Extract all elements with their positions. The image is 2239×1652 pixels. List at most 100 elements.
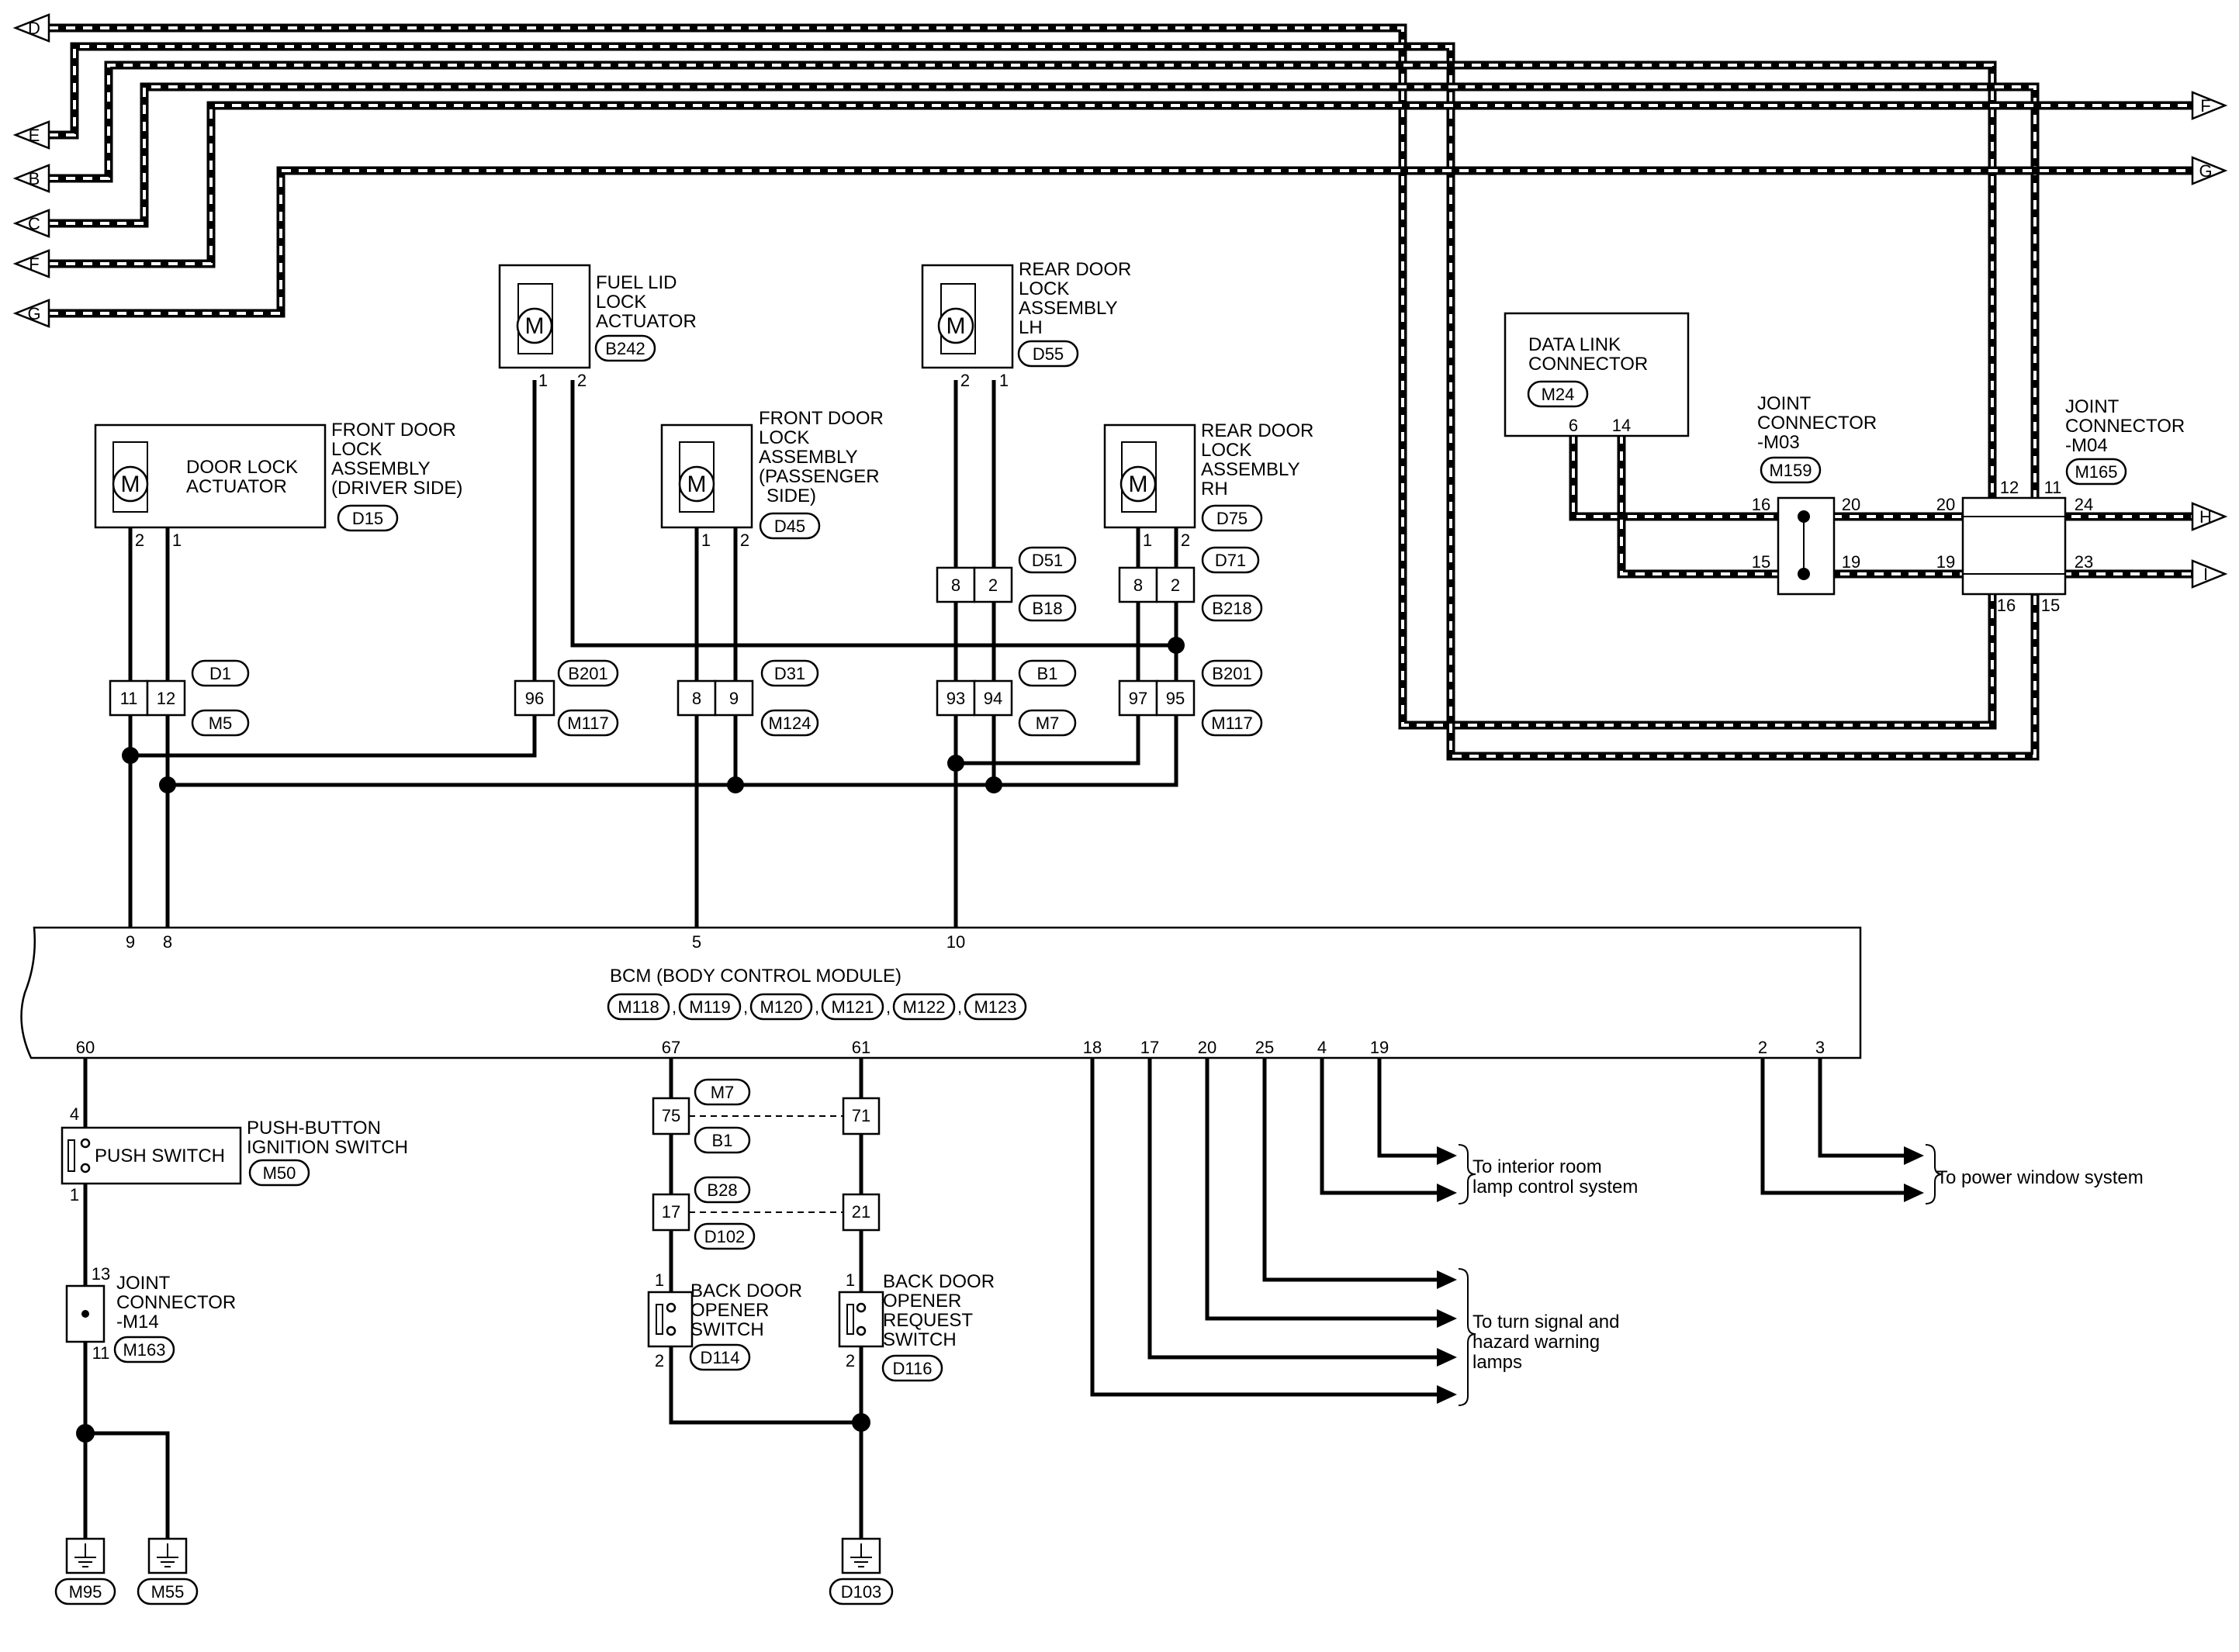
svg-text:13: 13 — [92, 1264, 110, 1284]
svg-text:19: 19 — [1936, 552, 1955, 572]
svg-text:-M04: -M04 — [2065, 435, 2108, 456]
svg-text:24: 24 — [2075, 495, 2093, 514]
svg-text:To turn signal and: To turn signal and — [1472, 1312, 1619, 1332]
offpage-connector-e: E — [12, 120, 50, 150]
svg-text:M123: M123 — [974, 997, 1016, 1017]
svg-text:17: 17 — [662, 1202, 680, 1222]
svg-text:,: , — [886, 997, 891, 1017]
svg-text:8: 8 — [163, 932, 172, 952]
svg-text:C: C — [28, 214, 40, 233]
svg-text:ASSEMBLY: ASSEMBLY — [1019, 298, 1118, 319]
svg-text:17: 17 — [1140, 1038, 1159, 1057]
connector-tag: B1 — [712, 1131, 733, 1150]
svg-text:M: M — [121, 472, 140, 497]
offpage-connector-c: C — [12, 209, 50, 238]
svg-text:11: 11 — [92, 1343, 110, 1363]
svg-text:96: 96 — [525, 689, 544, 708]
connector-tag: D55 — [1033, 344, 1064, 364]
ground-m95: M95 — [54, 1537, 116, 1605]
svg-text:CONNECTOR: CONNECTOR — [2065, 416, 2185, 437]
svg-text:F: F — [2200, 96, 2210, 116]
motor-icon — [678, 465, 715, 503]
ground-icon — [157, 1543, 178, 1567]
svg-text:ASSEMBLY: ASSEMBLY — [759, 447, 858, 468]
svg-text:-M03: -M03 — [1757, 432, 1800, 453]
svg-text:FRONT DOOR: FRONT DOOR — [331, 420, 456, 441]
line-f — [49, 101, 2192, 268]
svg-text:11: 11 — [120, 689, 138, 708]
svg-text:1: 1 — [172, 531, 182, 550]
svg-text:1: 1 — [701, 531, 711, 550]
svg-text:2: 2 — [655, 1351, 664, 1370]
svg-text:M119: M119 — [689, 997, 730, 1017]
svg-text:5: 5 — [692, 932, 701, 952]
destination-interior-room: To interior room lamp control system — [1458, 1144, 1638, 1204]
svg-text:H: H — [2199, 507, 2212, 527]
arrow-icon — [1904, 1146, 1924, 1165]
svg-text:M: M — [525, 313, 545, 339]
svg-text:D103: D103 — [841, 1582, 882, 1602]
connector-tag: B28 — [707, 1180, 737, 1200]
inline-connector-b201-m117-b: 97 95 B201 M117 — [1118, 659, 1263, 737]
svg-text:25: 25 — [1255, 1038, 1274, 1057]
junction-dot — [159, 776, 176, 793]
connector-tag: D116 — [893, 1359, 933, 1378]
svg-text:LOCK: LOCK — [596, 292, 646, 313]
junction-dot — [76, 1424, 95, 1443]
svg-text:,: , — [815, 997, 819, 1017]
svg-text:15: 15 — [1752, 552, 1770, 572]
junction-dot — [947, 755, 964, 772]
front-door-lock-assembly-passenger: M 1 2 FRONT DOOR LOCK ASSEMBLY (PASSENGE… — [660, 408, 884, 550]
junction-dot — [122, 747, 139, 764]
svg-text:95: 95 — [1166, 689, 1185, 708]
svg-text:16: 16 — [1752, 495, 1770, 514]
svg-text:19: 19 — [1370, 1038, 1389, 1057]
svg-text:6: 6 — [1569, 416, 1578, 435]
inline-connector-m7-b1: 75 71 M7 B1 — [652, 1078, 881, 1154]
svg-text:M: M — [1129, 472, 1148, 497]
connector-tag: M5 — [209, 714, 233, 733]
back-door-opener-switch: 1 2 BACK DOOR OPENER SWITCH D114 — [647, 1270, 802, 1371]
svg-text:2: 2 — [1181, 531, 1190, 550]
svg-text:BACK DOOR: BACK DOOR — [883, 1271, 995, 1292]
svg-text:20: 20 — [1936, 495, 1955, 514]
svg-text:16: 16 — [1997, 596, 2016, 615]
rear-door-lock-assembly-lh: M 2 1 REAR DOOR LOCK ASSEMBLY LH D55 — [921, 259, 1131, 390]
svg-text:JOINT: JOINT — [116, 1273, 171, 1294]
bottom-wires — [83, 1058, 1910, 1539]
offpage-connector-i: I — [2191, 559, 2228, 589]
arrow-heads — [1437, 1146, 1924, 1404]
offpage-connectors: D E B C F G F G — [12, 13, 2228, 589]
svg-text:20: 20 — [1842, 495, 1860, 514]
offpage-connector-f: F — [12, 249, 50, 278]
connector-tag: M50 — [263, 1163, 296, 1183]
svg-text:4: 4 — [1317, 1038, 1327, 1057]
svg-text:18: 18 — [1083, 1038, 1102, 1057]
svg-text:(DRIVER SIDE): (DRIVER SIDE) — [331, 478, 462, 499]
connector-tag: D71 — [1215, 551, 1246, 570]
data-link-connector: DATA LINK CONNECTOR M24 6 14 — [1504, 312, 1690, 437]
svg-text:9: 9 — [729, 689, 739, 708]
svg-text:REQUEST: REQUEST — [883, 1310, 973, 1331]
svg-text:OPENER: OPENER — [883, 1291, 961, 1312]
svg-text:M: M — [687, 472, 707, 497]
svg-text:CONNECTOR: CONNECTOR — [1757, 413, 1877, 434]
connector-tag: M165 — [2075, 462, 2117, 482]
svg-text:BACK DOOR: BACK DOOR — [690, 1280, 802, 1301]
svg-text:SIDE): SIDE) — [767, 486, 816, 506]
svg-text:10: 10 — [946, 932, 965, 952]
svg-text:12: 12 — [2000, 478, 2019, 497]
svg-text:15: 15 — [2041, 596, 2060, 615]
inline-connector-d71-b218: 8 2 D71 B218 — [1118, 546, 1263, 622]
svg-text:23: 23 — [2075, 552, 2093, 572]
svg-text:ASSEMBLY: ASSEMBLY — [331, 458, 431, 479]
svg-text:IGNITION SWITCH: IGNITION SWITCH — [247, 1137, 408, 1158]
motor-icon — [516, 307, 553, 344]
svg-text:1: 1 — [846, 1270, 855, 1290]
arrow-icon — [1437, 1348, 1457, 1367]
back-door-opener-request-switch: 1 2 BACK DOOR OPENER REQUEST SWITCH D116 — [838, 1270, 995, 1382]
svg-text:1: 1 — [538, 371, 548, 390]
svg-text:ASSEMBLY: ASSEMBLY — [1201, 459, 1300, 480]
inline-connector-b1-m7: 93 94 B1 M7 — [936, 659, 1077, 737]
svg-text:8: 8 — [1133, 575, 1143, 595]
